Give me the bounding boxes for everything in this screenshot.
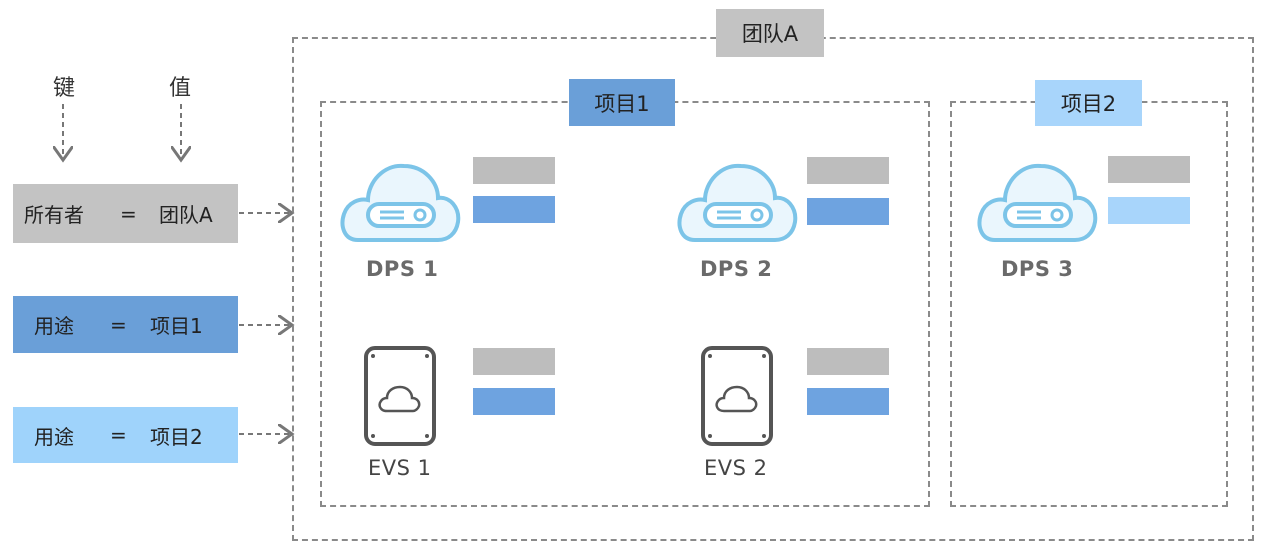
- dps2-label: DPS 2: [700, 257, 773, 281]
- evs1-disk-icon: [364, 346, 436, 446]
- dps3-cloud-icon: [977, 163, 1098, 242]
- evs2-owner-tag-bar: [807, 348, 889, 375]
- tag-usage1-key: 用途: [34, 314, 74, 338]
- dps2-owner-tag-bar: [807, 157, 889, 184]
- tag-owner-key: 所有者: [24, 203, 84, 227]
- tag-usage-project1: 用途 = 项目1: [13, 296, 238, 353]
- evs1-owner-tag-bar: [473, 348, 555, 375]
- tag-usage1-value: 项目1: [150, 314, 203, 338]
- team-label: 团队A: [716, 9, 824, 57]
- project2-label: 项目2: [1035, 80, 1142, 126]
- tag-usage2-value: 项目2: [150, 424, 203, 449]
- value-heading: 值: [169, 76, 192, 101]
- evs1-label: EVS 1: [368, 456, 432, 480]
- dps3-label: DPS 3: [1001, 257, 1074, 281]
- tag-usage-project2: 用途 = 项目2: [13, 407, 238, 463]
- evs2-label: EVS 2: [704, 456, 768, 480]
- project1-label: 项目1: [569, 79, 675, 126]
- evs1-usage-tag-bar: [473, 388, 555, 415]
- dps1-label: DPS 1: [366, 257, 439, 281]
- dps3-usage-tag-bar: [1108, 197, 1190, 224]
- evs2-usage-tag-bar: [807, 388, 889, 415]
- dps2-usage-tag-bar: [807, 198, 889, 225]
- key-heading: 键: [53, 76, 76, 101]
- dps1-cloud-icon: [340, 163, 461, 242]
- dps1-usage-tag-bar: [473, 196, 555, 223]
- tag-usage2-key: 用途: [34, 424, 74, 449]
- dps1-owner-tag-bar: [473, 157, 555, 184]
- tag-owner: 所有者 = 团队A: [13, 184, 238, 243]
- tag-owner-value: 团队A: [159, 203, 213, 227]
- tag-usage2-eq: =: [110, 423, 127, 447]
- evs2-disk-icon: [701, 346, 773, 446]
- dps3-owner-tag-bar: [1108, 156, 1190, 183]
- dps2-cloud-icon: [677, 163, 798, 242]
- tag-usage1-eq: =: [110, 312, 127, 337]
- tag-owner-eq: =: [120, 201, 137, 226]
